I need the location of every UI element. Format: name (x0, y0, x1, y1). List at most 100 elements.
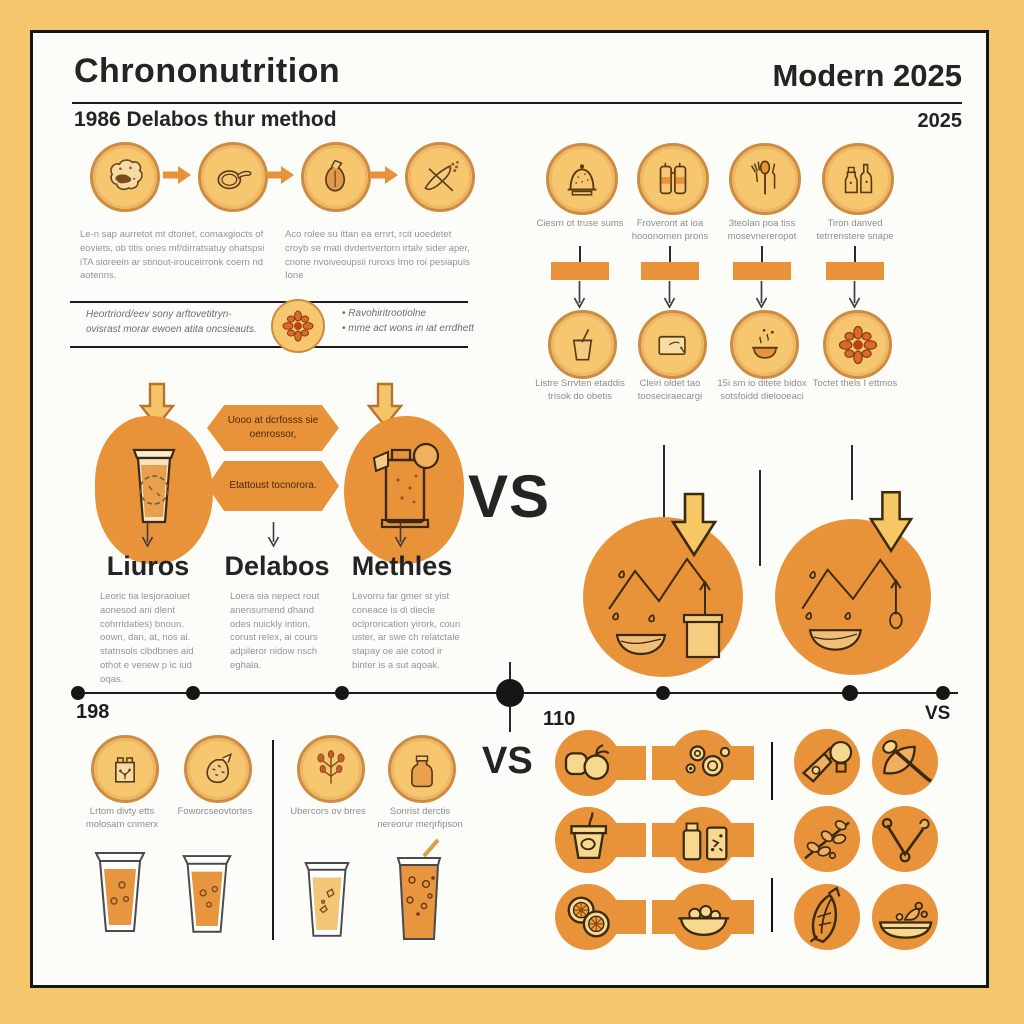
syrup-jar-icon (411, 755, 433, 788)
modern-bottom-badge (823, 310, 892, 379)
cup-straw-icon (572, 328, 592, 360)
cup-drink-icon (132, 448, 176, 524)
header-divider (72, 102, 962, 104)
connector-line (663, 445, 665, 523)
fish-icon (809, 886, 841, 944)
arrow-right-icon (370, 166, 398, 184)
note-bullet: mme act wons in iat errdhett (348, 323, 474, 334)
step-badge (198, 142, 268, 212)
spoon-leaf-icon (882, 739, 933, 783)
divider-line (759, 470, 761, 566)
connector-line (579, 246, 581, 262)
herb-sprig-icon (317, 750, 345, 784)
timeline-label-mid: 110 (543, 708, 576, 730)
bottom-left-label: Sonrist derctis nereorur merjrfipson (377, 806, 463, 830)
note-strip-top-line (70, 301, 468, 303)
spoon-fork-icon (750, 160, 776, 195)
seed-bag-icon (206, 752, 233, 784)
process-column-label: Methles (351, 551, 453, 581)
arrow-right-icon (266, 166, 294, 184)
bottom-left-badge (388, 735, 456, 803)
food-circle (872, 729, 938, 795)
divider-line (771, 878, 774, 932)
citrus-icon (567, 896, 610, 938)
arrow-down-yellow-icon (670, 492, 718, 558)
modern-top-label: Froveront at ioa hooonomen prons (631, 218, 709, 242)
modern-top-badge (546, 143, 618, 215)
arrow-down-outline-icon (138, 382, 176, 428)
bucket-leaf-icon (570, 812, 608, 860)
step-badge (405, 142, 475, 212)
pan-spoon-icon (217, 170, 252, 190)
timeline-dot (842, 685, 858, 701)
modern-top-label: 3teolan poa tiss mosevnereropot (727, 218, 797, 242)
food-bowl-icon (678, 905, 730, 937)
timeline-dot-major (496, 679, 524, 707)
connector-block (641, 262, 699, 280)
food-circle (670, 807, 736, 873)
timeline-label-start: 198 (76, 701, 110, 723)
process-column-label: Liuros (106, 551, 190, 581)
drink-cup-icon (182, 855, 232, 933)
branch-icon (804, 820, 850, 860)
divider-line (272, 740, 274, 940)
divider-line (771, 742, 774, 800)
intro-paragraph-2: Aco rolee su ittan ea ernrt, rcit uoedet… (285, 229, 470, 282)
arrow-down-icon (755, 281, 768, 309)
apple-bread-icon (564, 744, 610, 780)
arrow-down-outline-icon (366, 382, 404, 428)
food-circle (794, 729, 860, 795)
bottom-left-label: Lrtom divty etts molosam cnmerx (85, 806, 159, 830)
bottle-bulb-icon (801, 740, 853, 783)
whisk-v-icon (881, 817, 930, 863)
process-banner-1: Uooo at dcrfosss sie oenrossor, (207, 405, 339, 451)
note-strip-bottom-line (70, 346, 468, 348)
food-blob-icon (110, 159, 143, 191)
modern-bottom-label: Toctet thels I ettmos (812, 378, 898, 389)
process-column-text: Loera sia nepect rout anensumend dhand o… (230, 591, 320, 671)
drink-cup-icon (94, 852, 146, 932)
flower-icon (838, 325, 877, 364)
process-column-text: Levorru far gmer st yist coneace is di d… (352, 591, 461, 671)
carton-molecules-icon (115, 757, 135, 783)
jars-icon (682, 822, 728, 861)
vest-bottles-icon (659, 162, 687, 195)
connector-line (761, 246, 763, 262)
note-flower-badge (271, 299, 325, 353)
page-title: Chrononutrition (74, 52, 341, 90)
modern-top-badge (729, 143, 801, 215)
metabolism-chart-icon (801, 558, 903, 651)
modern-top-label: Ciesrn ot truse sums (536, 218, 624, 229)
flower-icon (282, 310, 314, 342)
process-column-text: Leoric tia lesjoraoiuet aonesod ani dlen… (100, 591, 194, 685)
food-circle (555, 884, 621, 950)
comparison-circle-right (775, 519, 931, 675)
versus-main-label: VS (468, 463, 551, 530)
modern-top-badge (637, 143, 709, 215)
connector-line (851, 445, 853, 500)
arrow-down-icon (141, 522, 154, 548)
food-circle (670, 884, 736, 950)
food-circle (794, 884, 860, 950)
note-bullet: Ravohiritrootiolne (348, 308, 427, 319)
intro-paragraph-1: Le-n sap aurretot mt dtoriet, comaxgioct… (80, 229, 265, 282)
food-circle (555, 730, 621, 796)
arrow-down-icon (267, 522, 280, 548)
modern-bottom-badge (638, 310, 707, 379)
connector-block (551, 262, 609, 280)
bottles-icon (844, 163, 873, 194)
bottom-left-badge (297, 735, 365, 803)
piping-bag-icon (325, 159, 346, 192)
cloche-icon (567, 164, 597, 196)
modern-bottom-badge (730, 310, 799, 379)
note-bullets: • Ravohiritrootiolne • mme act wons in i… (342, 308, 474, 334)
modern-bottom-badge (548, 310, 617, 379)
timeline-dot (936, 686, 950, 700)
connector-block (733, 262, 791, 280)
food-circle (872, 806, 938, 872)
bottom-left-badge (184, 735, 252, 803)
bottom-left-label: Foworcseovtortes (177, 806, 253, 817)
modern-bottom-label: 15i sm io ditete bidox sotsfoidd dielooe… (717, 378, 807, 402)
food-circle (670, 730, 736, 796)
